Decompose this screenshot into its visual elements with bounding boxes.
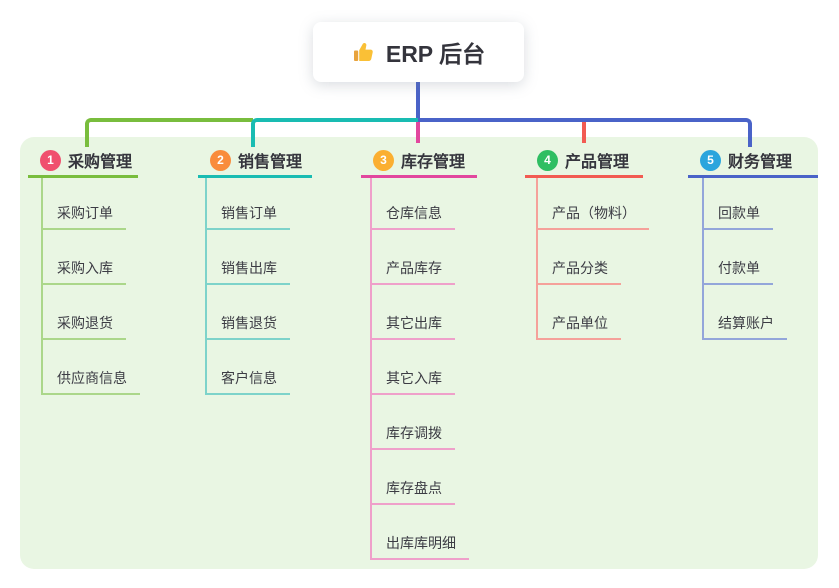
child-node[interactable]: 销售出库	[205, 230, 290, 285]
child-node[interactable]: 销售订单	[205, 178, 290, 230]
branches-panel	[20, 137, 818, 569]
branch-underline	[198, 175, 312, 178]
branch-children: 仓库信息产品库存其它出库其它入库库存调拨库存盘点出库库明细	[370, 178, 469, 560]
branch-connector-line	[85, 118, 253, 147]
branch-spine-line	[41, 178, 43, 395]
child-node[interactable]: 产品单位	[536, 285, 621, 340]
branch-connector-line	[418, 118, 752, 147]
branch-title: 库存管理	[401, 154, 466, 171]
child-node[interactable]: 产品库存	[370, 230, 455, 285]
branch-underline	[525, 175, 643, 178]
child-node[interactable]: 回款单	[702, 178, 773, 230]
branch-connector-line	[582, 122, 586, 143]
branch-node[interactable]: 3 库存管理	[373, 148, 465, 172]
branch-number-badge: 1	[40, 149, 61, 171]
branch-spine-line	[370, 178, 372, 560]
child-node[interactable]: 结算账户	[702, 285, 787, 340]
branch-title: 产品管理	[565, 154, 630, 171]
branch-node[interactable]: 1 采购管理	[40, 148, 132, 172]
branch-children: 产品（物料）产品分类产品单位	[536, 178, 649, 340]
child-node[interactable]: 出库库明细	[370, 505, 469, 560]
child-node[interactable]: 其它入库	[370, 340, 455, 395]
child-node[interactable]: 产品（物料）	[536, 178, 649, 230]
branch-children: 回款单付款单结算账户	[702, 178, 787, 340]
branch-children: 销售订单销售出库销售退货客户信息	[205, 178, 290, 395]
child-node[interactable]: 采购入库	[41, 230, 126, 285]
child-node[interactable]: 采购订单	[41, 178, 126, 230]
branch-number-badge: 2	[210, 149, 231, 171]
root-node-label: ERP 后台	[385, 41, 486, 67]
branch-node[interactable]: 5 财务管理	[700, 148, 792, 172]
child-node[interactable]: 库存盘点	[370, 450, 455, 505]
child-node[interactable]: 产品分类	[536, 230, 621, 285]
branch-underline	[688, 175, 818, 178]
child-node[interactable]: 客户信息	[205, 340, 290, 395]
child-node[interactable]: 库存调拨	[370, 395, 455, 450]
root-connector-line	[416, 82, 420, 122]
branch-number-badge: 5	[700, 149, 721, 171]
child-node[interactable]: 仓库信息	[370, 178, 455, 230]
branch-underline	[28, 175, 138, 178]
branch-title: 财务管理	[728, 154, 793, 171]
root-node[interactable]: ERP 后台	[313, 22, 524, 82]
branch-spine-line	[702, 178, 704, 340]
child-node[interactable]: 销售退货	[205, 285, 290, 340]
branch-connector-line	[251, 118, 418, 147]
branch-number-badge: 4	[537, 149, 558, 171]
child-node[interactable]: 采购退货	[41, 285, 126, 340]
branch-spine-line	[205, 178, 207, 395]
child-node[interactable]: 付款单	[702, 230, 773, 285]
branch-spine-line	[536, 178, 538, 340]
branch-number-badge: 3	[373, 149, 394, 171]
child-node[interactable]: 供应商信息	[41, 340, 140, 395]
branch-connector-line	[416, 122, 420, 143]
thumbs-up-icon	[352, 40, 376, 64]
child-node[interactable]: 其它出库	[370, 285, 455, 340]
branch-node[interactable]: 2 销售管理	[210, 148, 302, 172]
branch-underline	[361, 175, 477, 178]
branch-children: 采购订单采购入库采购退货供应商信息	[41, 178, 140, 395]
branch-node[interactable]: 4 产品管理	[537, 148, 629, 172]
branch-title: 销售管理	[238, 154, 303, 171]
branch-title: 采购管理	[68, 154, 133, 171]
